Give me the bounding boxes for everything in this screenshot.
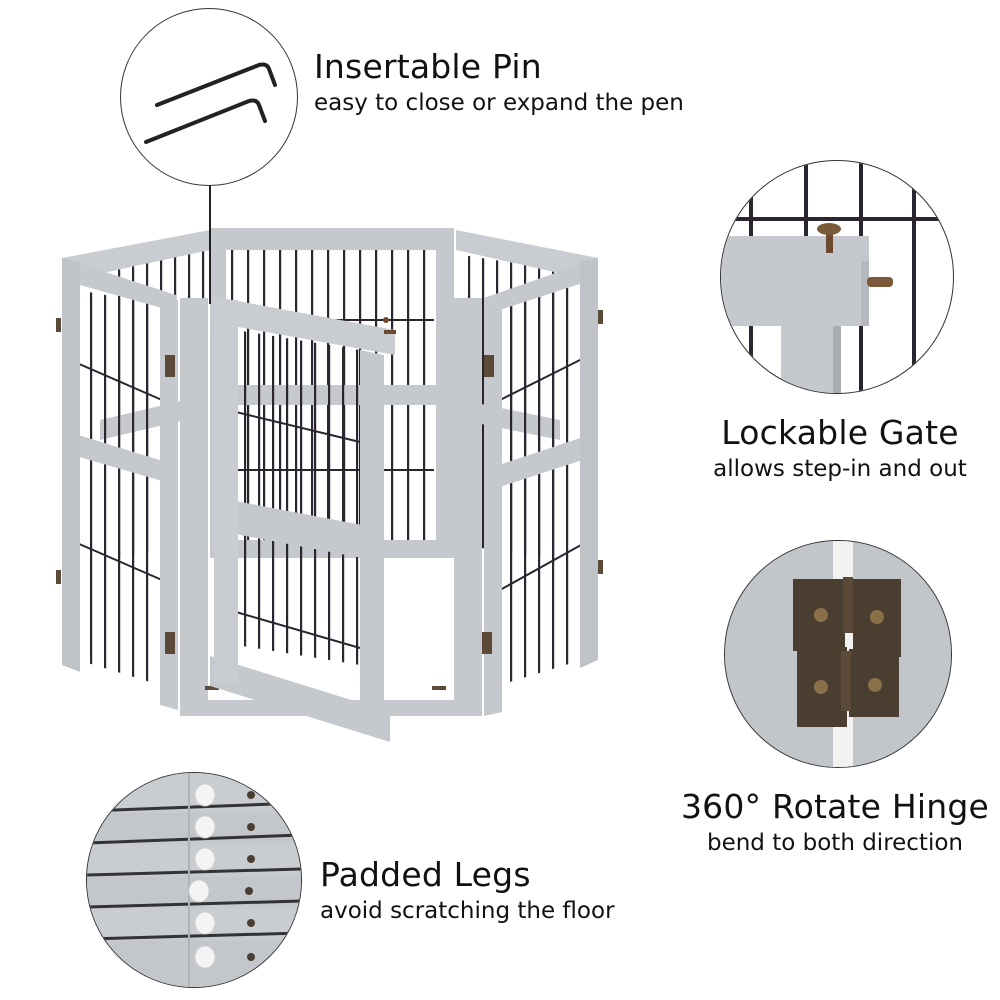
feature-subtitle: bend to both direction — [706, 830, 963, 856]
feature-title: Insertable Pin — [314, 47, 542, 86]
padded-legs-callout — [86, 772, 302, 988]
feature-padded-legs: Padded Legs avoid scratching the floor — [320, 858, 615, 923]
feature-subtitle: easy to close or expand the pen — [314, 90, 684, 116]
hinge-icon — [725, 541, 951, 767]
gate-latch-icon — [721, 161, 953, 393]
lockable-gate-callout — [720, 160, 954, 394]
left-post — [180, 298, 208, 716]
feature-insertable-pin: Insertable Pin easy to close or expand t… — [314, 50, 684, 115]
insertable-pin-callout — [120, 8, 298, 186]
allen-key-pins-icon — [144, 62, 277, 144]
callout-leader-line — [209, 184, 211, 304]
playpen-illustration — [55, 220, 615, 750]
right-post — [454, 298, 482, 716]
front-right-panel — [482, 258, 603, 716]
feature-title: Padded Legs — [320, 855, 531, 894]
feature-lockable-gate: Lockable Gate allows step-in and out — [680, 416, 1000, 481]
feature-title: Lockable Gate — [721, 413, 959, 452]
feature-subtitle: allows step-in and out — [713, 456, 967, 482]
feature-title: 360° Rotate Hinge — [680, 787, 990, 826]
feature-rotate-hinge: 360° Rotate Hinge bend to both direction — [670, 790, 1000, 855]
padded-feet-icon — [87, 773, 301, 987]
feature-subtitle: avoid scratching the floor — [320, 898, 615, 924]
playpen-icon — [56, 228, 603, 742]
front-left-panel — [56, 258, 178, 710]
gate — [210, 296, 396, 742]
rotate-hinge-callout — [724, 540, 952, 768]
